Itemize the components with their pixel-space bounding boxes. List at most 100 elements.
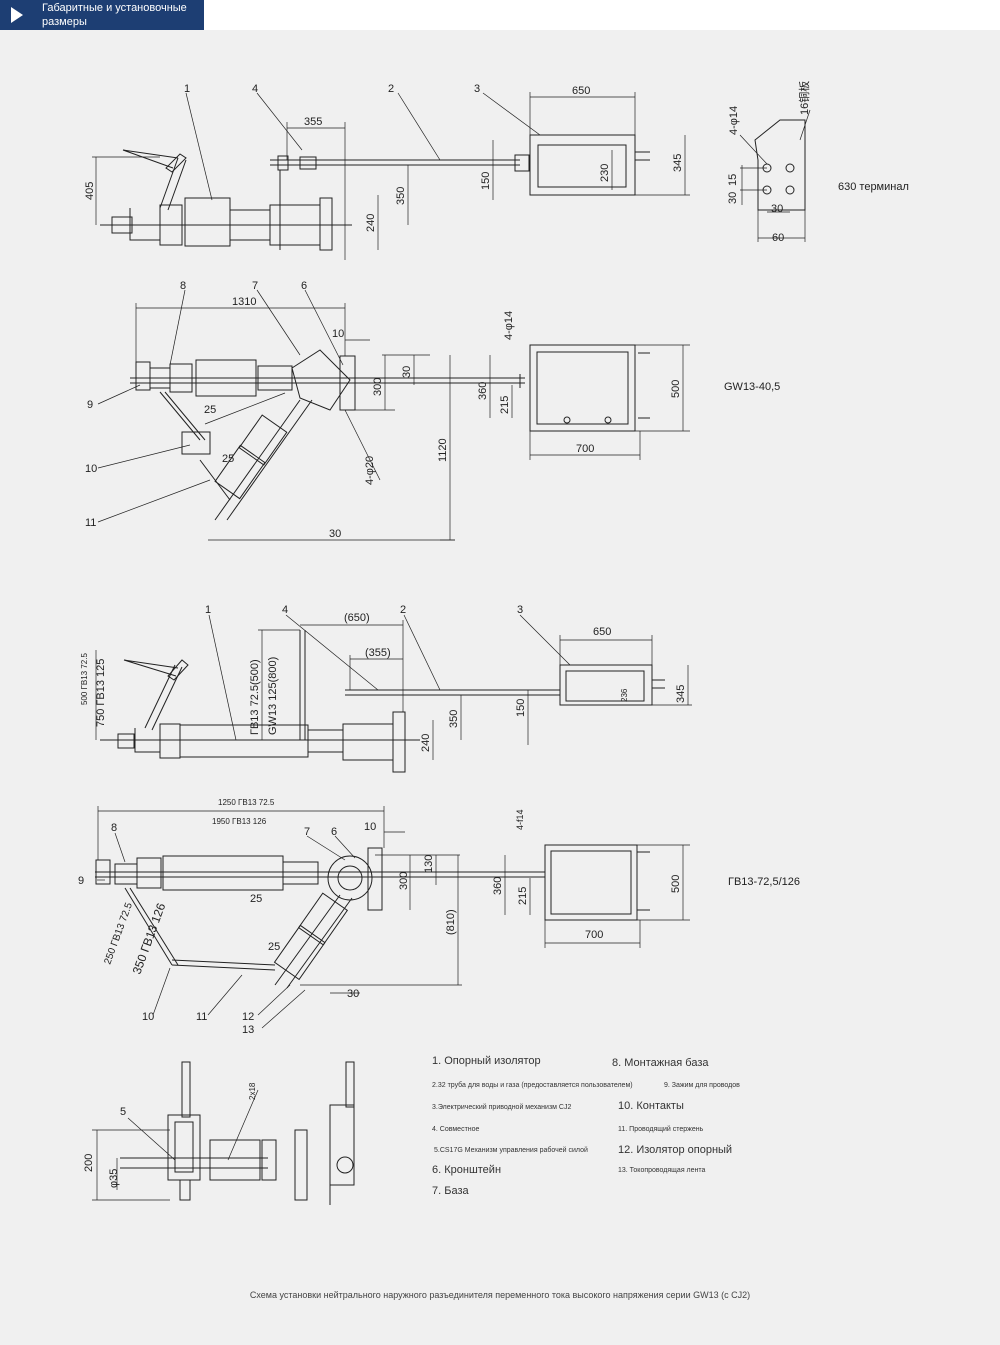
legend-item-4: 4. Совместное — [432, 1126, 480, 1133]
view4-callout-13: 13 — [242, 1024, 254, 1036]
legend-item-13: 13. Токопроводящая лента — [618, 1167, 706, 1174]
view3-side-label-a: 500 ГВ13 72.5 — [80, 653, 89, 705]
view4-dim-810: (810) — [445, 909, 457, 935]
figure-caption: Схема установки нейтрального наружного р… — [249, 1290, 751, 1300]
view4-dim-215: 215 — [517, 887, 529, 905]
view1-dimensions — [92, 92, 690, 260]
header-play-button[interactable] — [0, 0, 34, 30]
view4-callout-9: 9 — [78, 875, 84, 887]
view3-dim-650-paren: (650) — [344, 612, 370, 624]
view3-dim-236: 236 — [620, 688, 629, 702]
view2-dim-30-bottom: 30 — [329, 528, 341, 540]
view4-callout-12: 12 — [242, 1011, 254, 1023]
legend-item-3: 3.Электрический приводной механизм CJ2 — [432, 1104, 572, 1111]
terminal-dim-30-v: 30 — [727, 192, 739, 204]
legend-item-8: 8. Монтажная база — [612, 1057, 709, 1069]
view1-callout-2: 2 — [388, 83, 394, 95]
view2-labels: 8 7 6 9 10 11 1310 10 30 300 4-φ14 360 2… — [85, 280, 780, 540]
view1-dim-345: 345 — [672, 154, 684, 172]
view2-callout-6: 6 — [301, 280, 307, 292]
parts-legend: 1. Опорный изолятор 8. Монтажная база 2.… — [432, 1055, 792, 1205]
terminal-plate: 4-φ14 16铜板 15 30 30 60 630 терминал — [727, 81, 909, 244]
view4-dim-700: 700 — [585, 929, 603, 941]
view4-model: ГВ13-72,5/126 — [728, 876, 800, 888]
view2-dim-500: 500 — [670, 380, 682, 398]
view4-dim-1250: 1250 ГВ13 72.5 — [218, 798, 275, 807]
view2-dim-215: 215 — [499, 396, 511, 414]
view2-callout-10: 10 — [85, 463, 97, 475]
view3-dim-355-paren: (355) — [365, 647, 391, 659]
view5-dim-2x18: 2x18 — [248, 1082, 257, 1100]
view3-labels: 1 4 2 3 (650) (355) 650 150 350 236 345 … — [80, 604, 687, 752]
legend-item-7: 7. База — [432, 1185, 469, 1197]
view4-dim-500: 500 — [670, 875, 682, 893]
legend-item-12: 12. Изолятор опорный — [618, 1144, 733, 1156]
view2-dim-1120: 1120 — [437, 438, 449, 462]
view3-side-label-b: 750 ГВ13 125 — [95, 659, 107, 727]
terminal-dim-15: 15 — [727, 174, 739, 186]
view5-dim-200: 200 — [83, 1154, 95, 1172]
view1-dim-240: 240 — [365, 214, 377, 232]
view3-dimensions — [95, 614, 692, 760]
terminal-dim-30-h: 30 — [771, 203, 783, 215]
view5-labels: 5 200 φ35 2x18 — [83, 1082, 257, 1188]
view3-callout-2: 2 — [400, 604, 406, 616]
view4-dim-360: 360 — [492, 877, 504, 895]
view2-dim-700: 700 — [576, 443, 594, 455]
header-bar: Габаритные и установочные размеры — [0, 0, 1000, 30]
view2-dim-25-b: 25 — [222, 453, 234, 465]
view5-dim-phi35: φ35 — [108, 1169, 120, 1188]
view2-model: GW13-40,5 — [724, 381, 780, 393]
legend-item-11: 11. Проводящий стержень — [618, 1126, 704, 1133]
view1-outline — [100, 134, 650, 251]
view2-dim-300: 300 — [372, 378, 384, 396]
terminal-dim-holes: 4-φ14 — [728, 106, 740, 135]
view1-labels: 1 4 2 3 355 650 405 350 150 230 345 240 — [84, 83, 684, 232]
terminal-dim-plate: 16铜板 — [797, 81, 811, 115]
view1-dim-405: 405 — [84, 182, 96, 200]
view2-dim-4phi14: 4-φ14 — [503, 311, 515, 340]
view3-callout-1: 1 — [205, 604, 211, 616]
view1-callout-3: 3 — [474, 83, 480, 95]
view2-dim-10: 10 — [332, 328, 344, 340]
view4-dim-1950: 1950 ГВ13 126 — [212, 817, 267, 826]
view3-dim-350: 350 — [448, 710, 460, 728]
view4-callout-10: 10 — [142, 1011, 154, 1023]
terminal-label: 630 терминал — [838, 181, 909, 193]
view3-dim-650: 650 — [593, 626, 611, 638]
view2-dim-4phi20: 4-φ20 — [364, 456, 376, 485]
view2-dimensions — [97, 289, 690, 541]
view3-callout-3: 3 — [517, 604, 523, 616]
view4-dim-30: 30 — [347, 988, 359, 1000]
view4-callout-11: 11 — [196, 1011, 207, 1023]
view2-dim-360: 360 — [477, 382, 489, 400]
view3-insulator-label-a: ГВ13 72.5(500) — [249, 659, 261, 735]
view4-callout-6: 6 — [331, 826, 337, 838]
view3-insulator-label-b: GW13 125(800) — [267, 657, 279, 735]
view1-dim-150: 150 — [480, 172, 492, 190]
view5-dimensions — [92, 1089, 259, 1201]
legend-item-6: 6. Кронштейн — [432, 1164, 502, 1176]
view4-dim-130: 130 — [423, 855, 435, 873]
view2-dim-1310: 1310 — [232, 296, 256, 308]
view4-outline — [95, 844, 650, 989]
view4-dim-300: 300 — [398, 872, 410, 890]
legend-item-5: 5.CS17G Механизм управления рабочей сило… — [434, 1147, 588, 1154]
view3-dim-345: 345 — [675, 685, 687, 703]
view2-dim-25-a: 25 — [204, 404, 216, 416]
view3-dim-150: 150 — [515, 699, 527, 717]
view1-dim-355: 355 — [304, 116, 322, 128]
view1-dim-230: 230 — [599, 164, 611, 182]
view3-outline — [100, 630, 665, 773]
terminal-dim-60: 60 — [772, 232, 784, 244]
view4-callout-8: 8 — [111, 822, 117, 834]
view4-callout-7: 7 — [304, 826, 310, 838]
play-arrow-icon — [11, 7, 23, 23]
view2-dim-30: 30 — [401, 366, 413, 378]
legend-item-10: 10. Контакты — [618, 1100, 684, 1112]
view2-callout-9: 9 — [87, 399, 93, 411]
legend-item-1: 1. Опорный изолятор — [432, 1055, 541, 1067]
view4-dim-4f14: 4-f14 — [515, 809, 525, 830]
view4-dimensions — [97, 806, 690, 1029]
